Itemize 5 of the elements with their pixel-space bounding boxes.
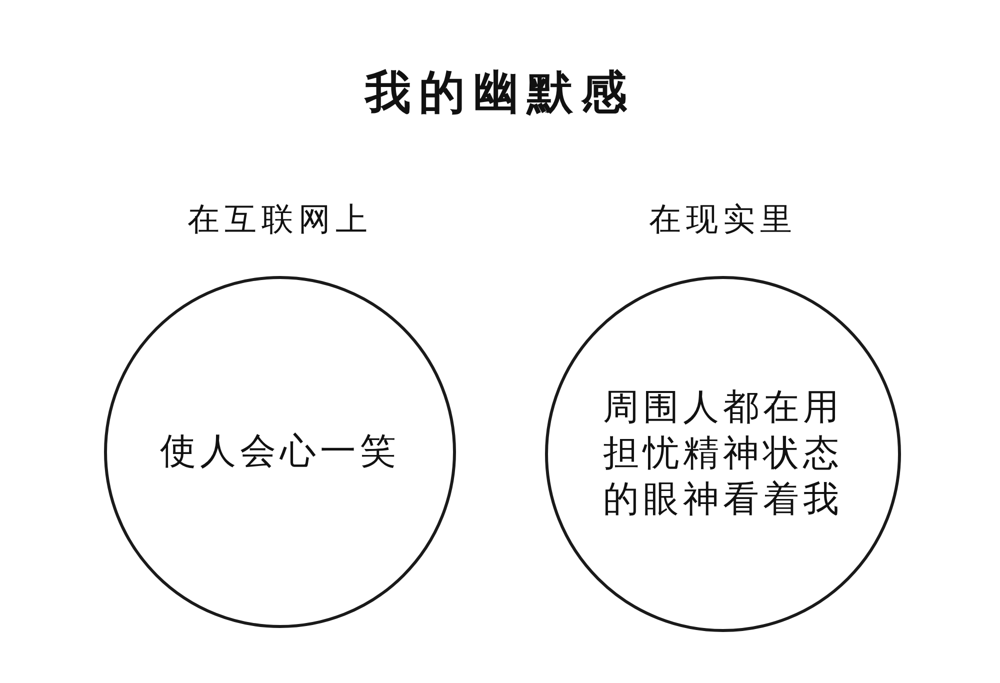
circle-text: 周围人都在用担忧精神状态的眼神看着我	[602, 386, 844, 522]
circle-text: 使人会心一笑	[159, 430, 401, 474]
circle-heading: 在现实里	[648, 199, 798, 240]
title: 我的幽默感	[363, 64, 636, 121]
circle-heading: 在互联网上	[186, 199, 374, 240]
